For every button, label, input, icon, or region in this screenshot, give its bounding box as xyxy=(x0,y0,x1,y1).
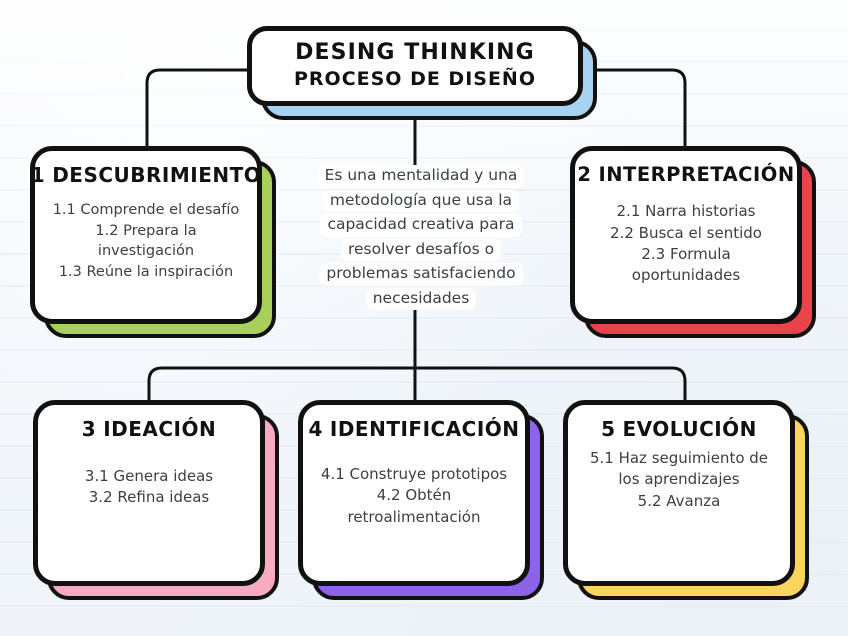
card-2-face: 2 INTERPRETACIÓN 2.1 Narra historias 2.2 … xyxy=(570,146,802,324)
card-3-number: 3 xyxy=(81,417,97,441)
root-node-face: DESING THINKING PROCESO DE DISEÑO xyxy=(247,26,583,106)
root-title-line-2: PROCESO DE DISEÑO xyxy=(293,67,536,90)
card-5-number: 5 xyxy=(601,417,616,441)
card-5-items: 5.1 Haz seguimiento de los aprendizajes … xyxy=(590,448,768,512)
card-4-item: retroalimentación xyxy=(347,507,481,526)
card-3-item: 3.1 Genera ideas xyxy=(84,467,214,485)
card-2-title: 2 INTERPRETACIÓN xyxy=(577,163,795,186)
card-1-title-text: DESCUBRIMIENTO xyxy=(52,163,262,187)
card-1-item: 1.1 Comprende el desafío xyxy=(52,202,240,218)
center-description-line: capacidad creativa para xyxy=(320,214,522,237)
root-node-desing-thinking[interactable]: DESING THINKING PROCESO DE DISEÑO xyxy=(247,26,597,120)
card-4-item: 4.1 Construye prototipos xyxy=(320,465,508,483)
card-4-item: 4.2 Obtén xyxy=(376,486,452,505)
card-3-item: 3.2 Refina ideas xyxy=(88,488,210,507)
card-4-title-text: IDENTIFICACIÓN xyxy=(329,417,520,441)
center-description-text: Es una mentalidad y una metodología que … xyxy=(297,165,545,312)
card-4-number: 4 xyxy=(308,417,323,441)
center-description-line: necesidades xyxy=(365,287,477,310)
card-5-item: 5.1 Haz seguimiento de xyxy=(589,449,769,467)
center-description-line: resolver desafíos o xyxy=(340,238,502,261)
card-2-items: 2.1 Narra historias 2.2 Busca el sentido… xyxy=(610,201,762,286)
card-1-item: 1.3 Reúne la inspiración xyxy=(58,263,234,280)
card-3-items: 3.1 Genera ideas 3.2 Refina ideas xyxy=(85,466,213,509)
center-description-line: problemas satisfaciendo xyxy=(319,263,523,286)
center-description-line: Es una mentalidad y una xyxy=(317,165,525,188)
card-5-title-text: EVOLUCIÓN xyxy=(622,417,757,441)
card-5-item: 5.2 Avanza xyxy=(637,491,721,510)
card-2-item: 2.2 Busca el sentido xyxy=(610,223,762,242)
card-1-item: investigación xyxy=(97,243,195,260)
card-2-item: 2.1 Narra historias xyxy=(616,202,756,221)
card-2-number: 2 xyxy=(577,163,592,186)
card-1-item: 1.2 Prepara la xyxy=(95,222,197,239)
card-2-item: 2.3 Formula xyxy=(641,245,731,264)
card-1-number: 1 xyxy=(30,163,46,187)
card-4-items: 4.1 Construye prototipos 4.2 Obtén retro… xyxy=(321,464,507,528)
card-2-item: oportunidades xyxy=(631,266,741,285)
card-3-title-text: IDEACIÓN xyxy=(103,417,217,441)
card-2-title-text: INTERPRETACIÓN xyxy=(598,163,795,186)
card-5-item: los aprendizajes xyxy=(618,470,740,489)
card-1-items: 1.1 Comprende el desafío 1.2 Prepara la … xyxy=(53,200,240,282)
center-description-line: metodología que usa la xyxy=(322,189,520,212)
root-title-line-1: DESING THINKING xyxy=(295,40,535,66)
node-card-2-interpretacion[interactable]: 2 INTERPRETACIÓN 2.1 Narra historias 2.2 … xyxy=(570,146,816,338)
